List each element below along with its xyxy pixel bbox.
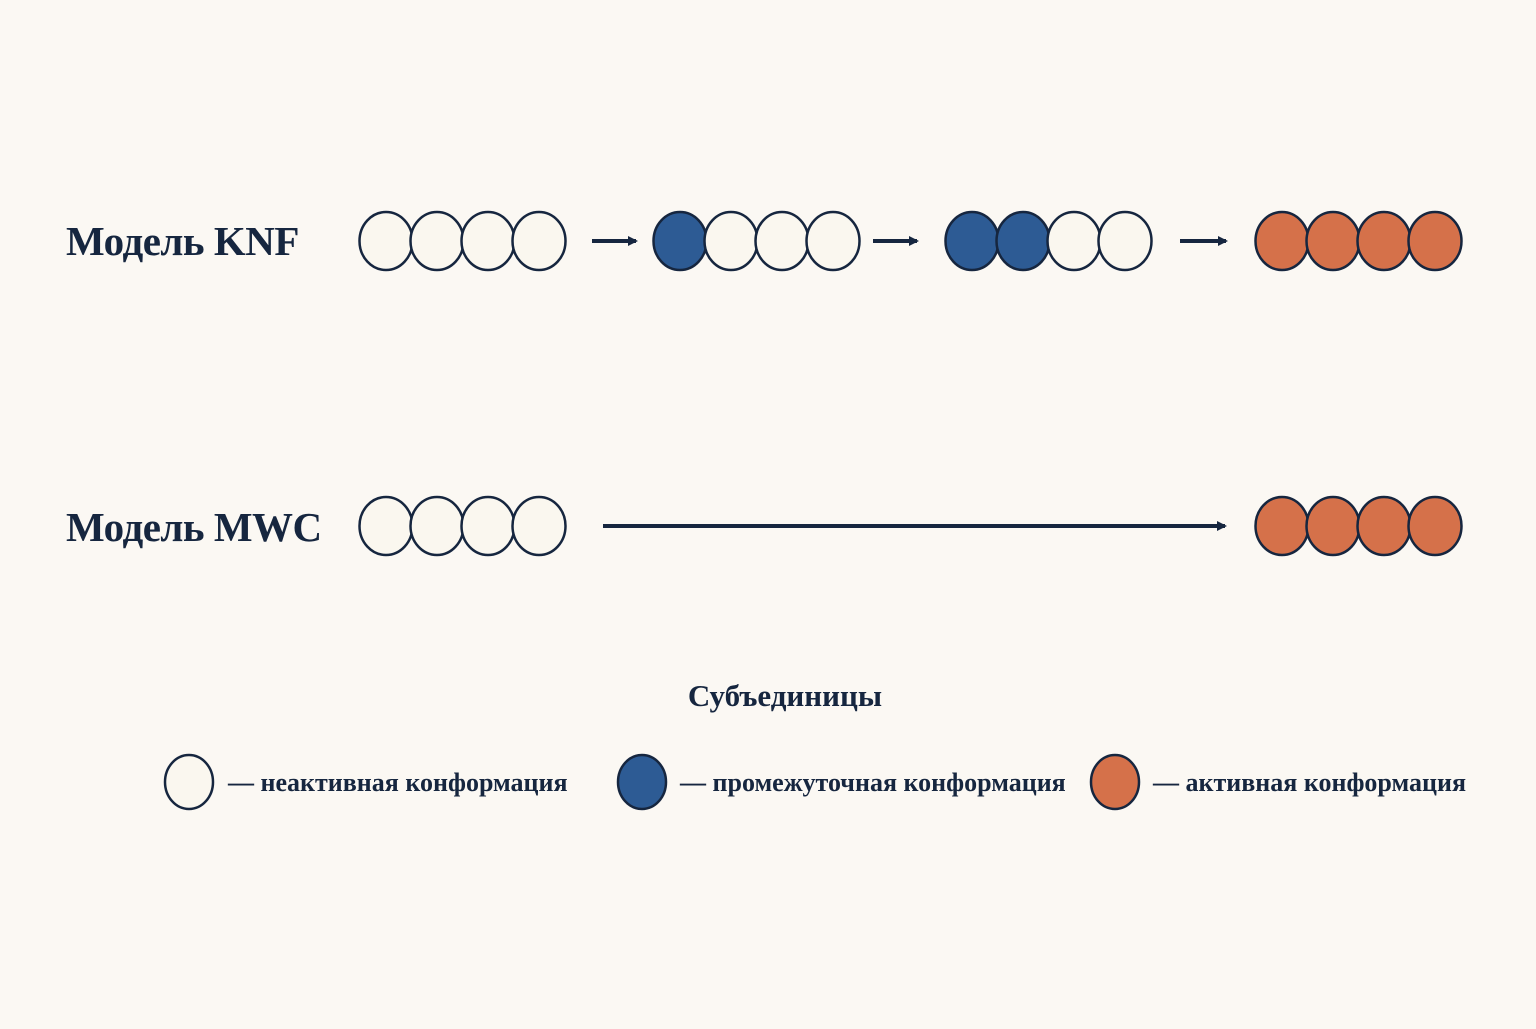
knf-stage-1-subunit-3-inactive: [460, 210, 516, 272]
mwc-stage-1-subunit-3-inactive: [460, 495, 516, 557]
legend-intermediate-label: — промежуточная конформация: [679, 768, 1066, 797]
knf-stage-3-subunit-2-intermediate: [995, 210, 1051, 272]
mwc-stage-2-subunit-2-active: [1305, 495, 1361, 557]
knf-stage-2-subunit-2-inactive: [703, 210, 759, 272]
mwc-model-label: Модель MWC: [66, 504, 322, 550]
mwc-stage-2-subunit-4-active: [1407, 495, 1463, 557]
legend-inactive-label: — неактивная конформация: [227, 768, 568, 797]
mwc-stage-2: [1254, 495, 1463, 557]
legend-title: Субъединицы: [688, 678, 882, 713]
knf-stage-1-subunit-4-inactive: [511, 210, 567, 272]
legend: Субъединицы — неактивная конформация — п…: [163, 678, 1466, 811]
mwc-stage-1: [358, 495, 567, 557]
mwc-row: [358, 495, 1463, 557]
knf-stage-2-subunit-1-intermediate: [652, 210, 708, 272]
knf-stage-1: [358, 210, 567, 272]
mwc-stage-1-subunit-1-inactive: [358, 495, 414, 557]
knf-stage-1-subunit-1-inactive: [358, 210, 414, 272]
legend-active-swatch: [1089, 753, 1141, 811]
mwc-stage-1-subunit-2-inactive: [409, 495, 465, 557]
mwc-stage-1-subunit-4-inactive: [511, 495, 567, 557]
knf-stage-3: [944, 210, 1153, 272]
knf-stage-3-subunit-1-intermediate: [944, 210, 1000, 272]
knf-stage-4-subunit-4-active: [1407, 210, 1463, 272]
legend-inactive-swatch: [163, 753, 215, 811]
legend-intermediate-swatch: [616, 753, 668, 811]
knf-stage-2-subunit-4-inactive: [805, 210, 861, 272]
knf-stage-4-subunit-3-active: [1356, 210, 1412, 272]
knf-stage-3-subunit-4-inactive: [1097, 210, 1153, 272]
knf-model-label: Модель KNF: [66, 218, 299, 264]
knf-stage-4-subunit-2-active: [1305, 210, 1361, 272]
mwc-stage-2-subunit-1-active: [1254, 495, 1310, 557]
mwc-stage-2-subunit-3-active: [1356, 495, 1412, 557]
knf-stage-1-subunit-2-inactive: [409, 210, 465, 272]
knf-stage-3-subunit-3-inactive: [1046, 210, 1102, 272]
knf-stage-4-subunit-1-active: [1254, 210, 1310, 272]
knf-row: [358, 210, 1463, 272]
knf-stage-2: [652, 210, 861, 272]
knf-stage-4: [1254, 210, 1463, 272]
knf-stage-2-subunit-3-inactive: [754, 210, 810, 272]
legend-active-label: — активная конформация: [1152, 768, 1466, 797]
